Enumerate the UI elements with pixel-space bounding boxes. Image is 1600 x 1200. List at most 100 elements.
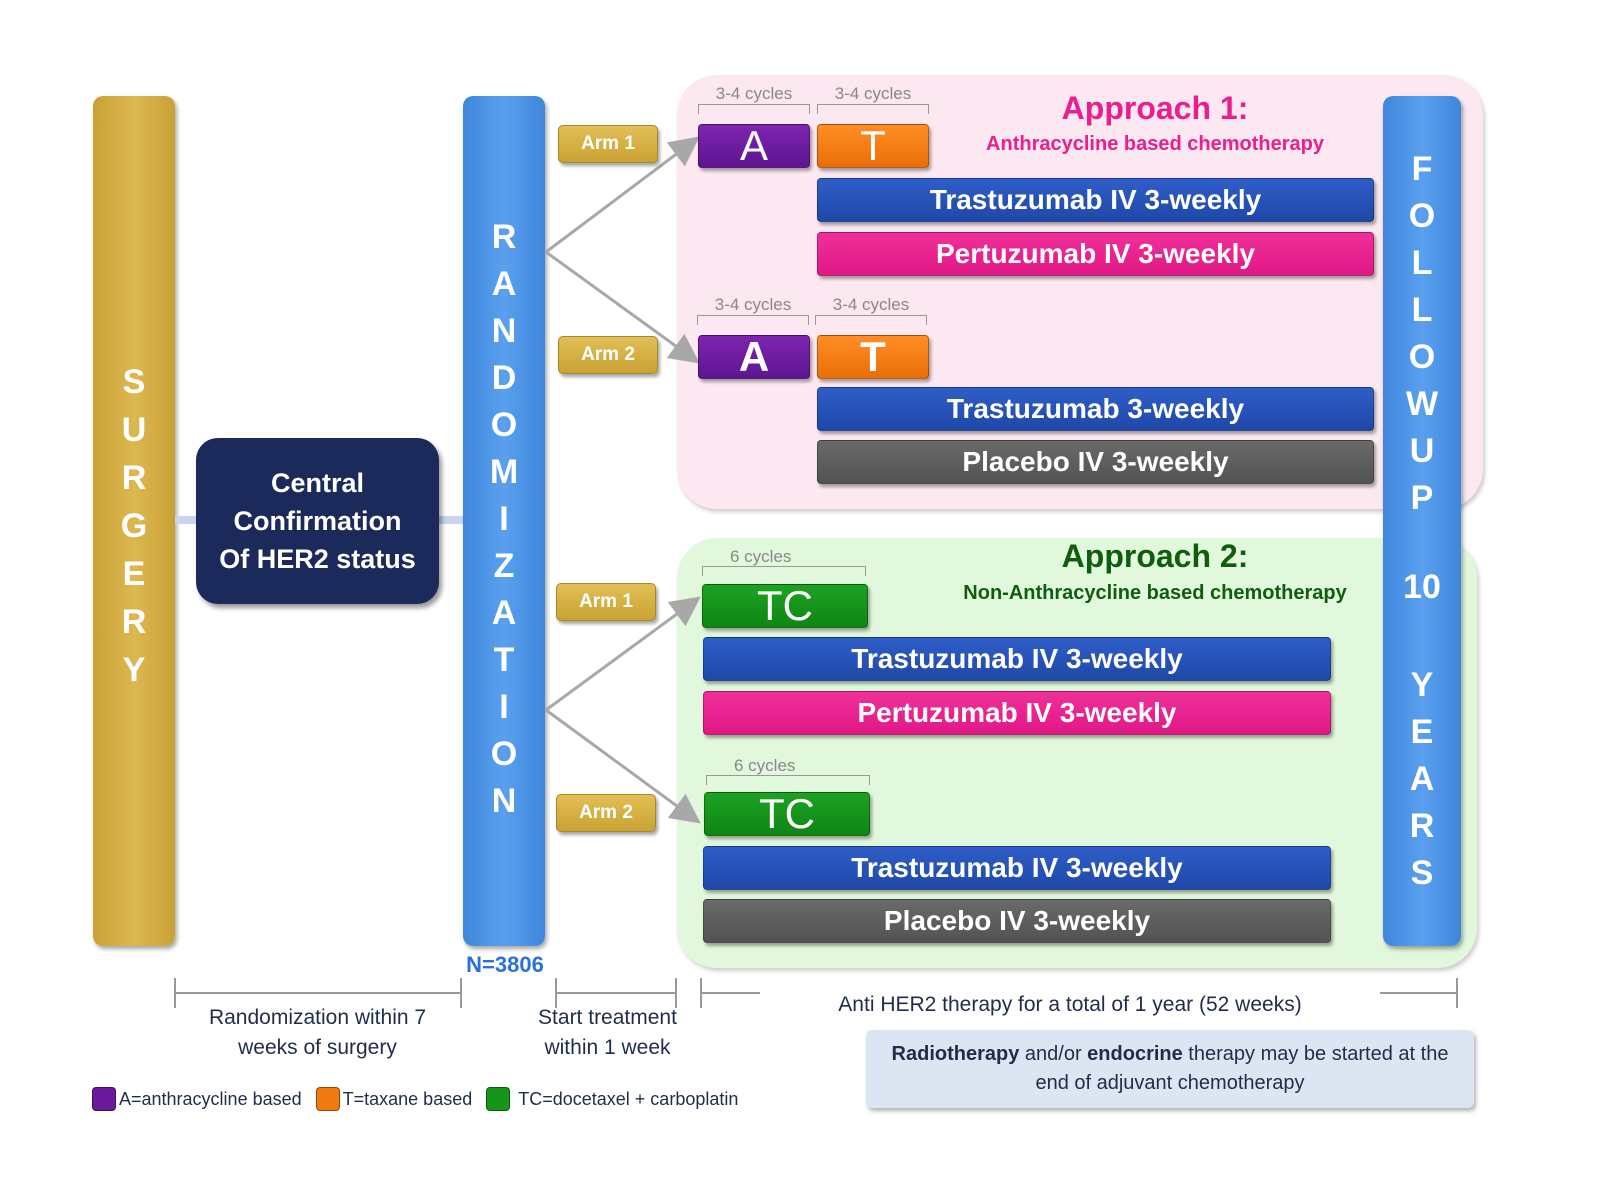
approach1-title: Approach 1: xyxy=(1061,90,1249,126)
radiotherapy-note: Radiotherapy and/or endocrine therapy ma… xyxy=(866,1030,1474,1108)
surgery-letter: S xyxy=(122,363,146,401)
randomization-letter: N xyxy=(491,782,517,820)
approach1-arm1-label: Arm 1 xyxy=(558,125,658,163)
surgery-letter: E xyxy=(122,555,146,593)
randomization-letter: O xyxy=(490,735,518,773)
approach1-subtitle: Anthracycline based chemotherapy xyxy=(986,133,1324,155)
approach1-arm2-chemo-t: T xyxy=(817,333,929,380)
cycles-bracket xyxy=(697,315,809,325)
approach1-arm2-chemo-a: A xyxy=(698,333,810,380)
approach2-title: Approach 2: xyxy=(1061,538,1249,574)
followup-letter: L xyxy=(1411,291,1433,329)
surgery-letter: G xyxy=(120,507,148,545)
followup-letter: W xyxy=(1405,385,1439,423)
randomization-letter: N xyxy=(491,312,517,350)
years-letter: A xyxy=(1409,760,1435,798)
approach2-arm1-trastuzumab-bar: Trastuzumab IV 3-weekly xyxy=(703,637,1331,681)
followup-letter: O xyxy=(1408,197,1436,235)
approach2-arm1-label: Arm 1 xyxy=(556,583,656,621)
approach2-arm1-pertuzumab-bar: Pertuzumab IV 3-weekly xyxy=(703,691,1331,735)
approach2-arm1-cycles: 6 cycles xyxy=(730,547,792,566)
followup-letter: P xyxy=(1410,479,1434,517)
note-bold-radiotherapy: Radiotherapy xyxy=(891,1043,1020,1065)
legend-swatch-tc xyxy=(486,1087,511,1111)
note-text2: therapy may be started at the end of adj… xyxy=(1035,1043,1449,1094)
approach1-arm1-cycles-a: 3-4 cycles xyxy=(715,84,793,103)
approach1-arm2-label: Arm 2 xyxy=(558,336,658,374)
randomization-letter: A xyxy=(491,594,517,632)
cycles-bracket xyxy=(817,104,929,114)
approach1-arm2-cycles-t: 3-4 cycles xyxy=(832,295,910,314)
followup-letter: U xyxy=(1409,432,1435,470)
randomization-letter: I xyxy=(499,688,509,726)
bracket-start-treatment xyxy=(555,978,677,1008)
legend-swatch-anthracycline xyxy=(92,1087,116,1111)
arrow-a2-arm2 xyxy=(545,708,701,824)
approach1-arm1-pertuzumab-bar: Pertuzumab IV 3-weekly xyxy=(817,232,1374,276)
approach2-arm2-trastuzumab-bar: Trastuzumab IV 3-weekly xyxy=(703,846,1331,890)
years-letter: R xyxy=(1409,807,1435,845)
legend-tc: TC=docetaxel + carboplatin xyxy=(518,1088,739,1109)
approach1-arm2-placebo-bar: Placebo IV 3-weekly xyxy=(817,440,1374,484)
years-letter: Y xyxy=(1410,666,1434,704)
randomization-letter: M xyxy=(489,453,519,491)
timeline-anti-her2: Anti HER2 therapy for a total of 1 year … xyxy=(760,990,1380,1020)
n-label: N=3806 xyxy=(466,952,544,977)
note-bold-endocrine: endocrine xyxy=(1087,1043,1183,1065)
followup-letter: L xyxy=(1411,244,1433,282)
arrow-a1-arm1 xyxy=(545,136,700,254)
approach1-arm1-cycles-t: 3-4 cycles xyxy=(834,84,912,103)
legend: A=anthracycline based T=taxane based TC=… xyxy=(92,1084,852,1114)
years-letter: E xyxy=(1410,713,1434,751)
legend-swatch-taxane xyxy=(315,1087,340,1111)
confirmation-line3: Of HER2 status xyxy=(219,544,416,574)
randomization-letter: O xyxy=(490,406,518,444)
approach2-subtitle: Non-Anthracycline based chemotherapy xyxy=(963,582,1347,604)
randomization-letter: D xyxy=(491,359,517,397)
legend-taxane: T=taxane based xyxy=(342,1088,473,1109)
cycles-bracket xyxy=(698,104,810,114)
followup-letter: F xyxy=(1411,150,1433,188)
bracket-randomization-window xyxy=(174,978,462,1008)
approach1-arm1-chemo-t: T xyxy=(817,122,929,169)
cycles-bracket xyxy=(706,775,870,785)
cycles-bracket xyxy=(702,566,866,576)
approach1-box xyxy=(677,75,1483,509)
surgery-letter: Y xyxy=(122,651,146,689)
arrow-a2-arm1 xyxy=(545,596,701,712)
arrow-a1-arm2 xyxy=(545,250,700,364)
approach1-arm2-cycles-a: 3-4 cycles xyxy=(714,295,792,314)
randomization-letter: R xyxy=(491,218,517,256)
surgery-letter: R xyxy=(121,603,147,641)
randomization-letter: I xyxy=(499,500,509,538)
randomization-letter: A xyxy=(491,265,517,303)
note-text1: and/or xyxy=(1019,1043,1088,1065)
randomization-letter: Z xyxy=(493,547,515,585)
approach1-arm1-trastuzumab-bar: Trastuzumab IV 3-weekly xyxy=(817,178,1374,222)
approach2-arm2-chemo-tc: TC xyxy=(704,790,870,837)
confirmation-line1: Central xyxy=(270,468,365,498)
timeline-randomization-window: Randomization within 7 weeks of surgery xyxy=(208,1006,427,1059)
confirmation-line2: Confirmation xyxy=(233,506,402,536)
approach1-arm1-chemo-a: A xyxy=(698,122,810,169)
approach2-arm2-cycles: 6 cycles xyxy=(734,756,796,775)
approach1-arm2-trastuzumab-bar: Trastuzumab 3-weekly xyxy=(817,387,1374,431)
timeline-start-treatment: Start treatment within 1 week xyxy=(538,1006,677,1059)
surgery-letter: R xyxy=(121,459,147,497)
legend-anthracycline: A=anthracycline based xyxy=(119,1088,302,1109)
approach2-arm2-placebo-bar: Placebo IV 3-weekly xyxy=(703,899,1331,943)
followup-years-number: 10 xyxy=(1403,568,1441,606)
followup-letter: O xyxy=(1408,338,1436,376)
surgery-letter: U xyxy=(121,411,147,449)
years-letter: S xyxy=(1410,854,1434,892)
approach2-arm2-label: Arm 2 xyxy=(556,794,656,832)
